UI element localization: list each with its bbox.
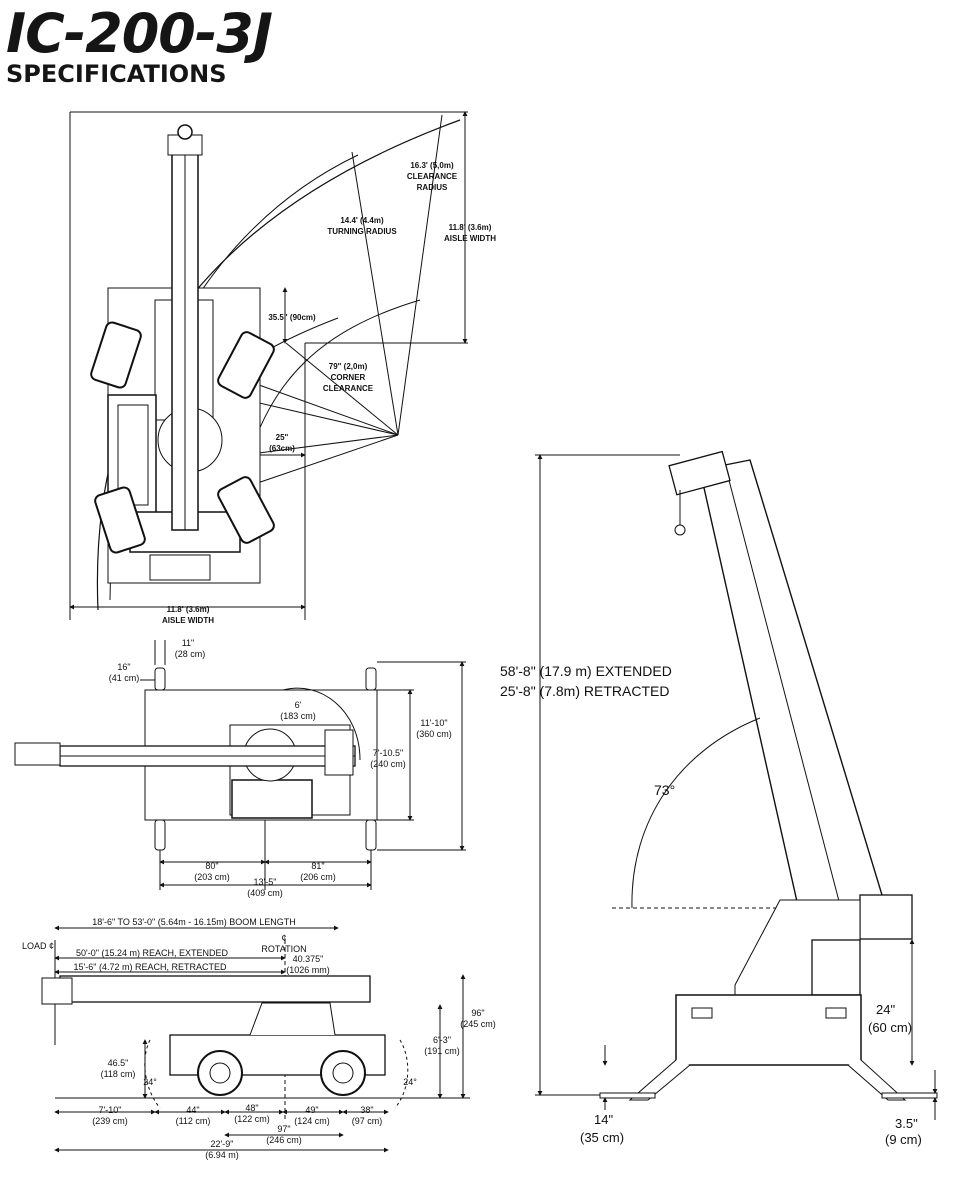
svg-text:(239 cm): (239 cm)	[92, 1116, 128, 1126]
svg-text:(97 cm): (97 cm)	[352, 1116, 383, 1126]
overall-length-label: 22'-9"	[211, 1139, 234, 1149]
page-subtitle: SPECIFICATIONS	[6, 60, 227, 88]
svg-text:(183 cm): (183 cm)	[280, 711, 316, 721]
slew-label: 6'	[295, 700, 302, 710]
svg-text:CLEARANCE: CLEARANCE	[407, 172, 458, 181]
rotation-label: ROTATION	[261, 944, 306, 954]
reach-retracted-label: 15'-6" (4.72 m) REACH, RETRACTED	[74, 962, 227, 972]
svg-text:(1026 mm): (1026 mm)	[286, 965, 330, 975]
rear-span-label: 81"	[311, 861, 324, 871]
front-axle-label: 44"	[186, 1105, 199, 1115]
plan-view-drawing	[14, 640, 466, 890]
approach-angle-label: 24°	[143, 1077, 157, 1087]
svg-text:(191 cm): (191 cm)	[424, 1046, 460, 1056]
aisle-width-bottom-label: 11.8' (3.6m)	[167, 605, 210, 614]
top-view-drawing	[69, 111, 468, 620]
height-extended-label: 58'-8" (17.9 m) EXTENDED	[500, 663, 672, 679]
rotation-offset-label: 40.375"	[293, 954, 324, 964]
load-center-label: LOAD ¢	[22, 941, 54, 951]
rear-view-labels: 58'-8" (17.9 m) EXTENDED 25'-8" (7.8m) R…	[500, 663, 922, 1147]
svg-text:CLEARANCE: CLEARANCE	[323, 384, 374, 393]
ground-clearance-label: 46.5"	[108, 1058, 129, 1068]
svg-text:RADIUS: RADIUS	[417, 183, 448, 192]
svg-text:TURNING RADIUS: TURNING RADIUS	[327, 227, 397, 236]
svg-text:(6.94 m): (6.94 m)	[205, 1150, 239, 1160]
center-left-label: 48"	[245, 1103, 258, 1113]
svg-text:AISLE WIDTH: AISLE WIDTH	[444, 234, 496, 243]
pad-width-label: 11"	[182, 638, 195, 648]
svg-text:(41 cm): (41 cm)	[109, 673, 140, 683]
ground-right-label: 3.5"	[895, 1116, 918, 1131]
ground-left-label: 14"	[594, 1112, 613, 1127]
svg-text:(246 cm): (246 cm)	[266, 1135, 302, 1145]
chassis-width-label: 7'-10.5"	[373, 748, 403, 758]
cab-height-label: 6'-3"	[433, 1035, 451, 1045]
rear-overhang-label: 38"	[360, 1105, 373, 1115]
svg-text:¢: ¢	[281, 933, 286, 943]
boom-length-label: 18'-6" TO 53'-0" (5.64m - 16.15m) BOOM L…	[92, 917, 296, 927]
front-span-label: 80"	[205, 861, 218, 871]
svg-text:(122 cm): (122 cm)	[234, 1114, 270, 1124]
side-offset-label: 25"	[276, 433, 289, 442]
outrigger-span-label: 11'-10"	[420, 718, 447, 728]
svg-text:CORNER: CORNER	[331, 373, 366, 382]
svg-text:(28 cm): (28 cm)	[175, 649, 206, 659]
overall-height-label: 96"	[471, 1008, 484, 1018]
reach-extended-label: 50'-0" (15.24 m) REACH, EXTENDED	[76, 948, 228, 958]
svg-text:(63cm): (63cm)	[269, 444, 295, 453]
height-retracted-label: 25'-8" (7.8m) RETRACTED	[500, 683, 669, 699]
plan-view-labels: 11" (28 cm) 16" (41 cm) 6' (183 cm) 11'-…	[109, 638, 452, 898]
svg-text:(60 cm): (60 cm)	[868, 1020, 912, 1035]
boom-angle-label: 73°	[654, 782, 675, 798]
svg-text:(9 cm): (9 cm)	[885, 1132, 922, 1147]
svg-text:AISLE WIDTH: AISLE WIDTH	[162, 616, 214, 625]
departure-angle-label: 24°	[403, 1077, 417, 1087]
turning-radius-label: 14.4' (4.4m)	[340, 216, 384, 225]
clearance-radius-label: 16.3' (5,0m)	[410, 161, 454, 170]
wheelbase-label: 97"	[277, 1124, 290, 1134]
side-view-drawing	[41, 925, 470, 1153]
front-overhang-label: 7'-10"	[99, 1105, 122, 1115]
svg-text:(240 cm): (240 cm)	[370, 759, 406, 769]
svg-text:(206 cm): (206 cm)	[300, 872, 336, 882]
center-right-label: 49"	[305, 1105, 318, 1115]
svg-text:(360 cm): (360 cm)	[416, 729, 452, 739]
svg-text:(35 cm): (35 cm)	[580, 1130, 624, 1145]
svg-text:(124 cm): (124 cm)	[294, 1116, 330, 1126]
pad-length-label: 16"	[117, 662, 130, 672]
rear-view-drawing	[535, 450, 938, 1120]
pad-height-label: 24"	[876, 1002, 895, 1017]
front-offset-label: 35.5" (90cm)	[268, 313, 316, 322]
top-view-labels: 16.3' (5,0m) CLEARANCE RADIUS 14.4' (4.4…	[162, 161, 496, 625]
svg-text:(203 cm): (203 cm)	[194, 872, 230, 882]
model-title: IC-200-3J	[6, 2, 273, 65]
svg-text:(409 cm): (409 cm)	[247, 888, 283, 898]
svg-text:(245 cm): (245 cm)	[460, 1019, 496, 1029]
corner-clearance-label: 79" (2,0m)	[329, 362, 368, 371]
aisle-width-right-label: 11.8' (3.6m)	[449, 223, 492, 232]
total-span-label: 13'-5"	[254, 877, 277, 887]
svg-text:(118 cm): (118 cm)	[101, 1069, 136, 1079]
svg-text:(112 cm): (112 cm)	[176, 1116, 211, 1126]
side-view-labels: 18'-6" TO 53'-0" (5.64m - 16.15m) BOOM L…	[22, 917, 496, 1160]
